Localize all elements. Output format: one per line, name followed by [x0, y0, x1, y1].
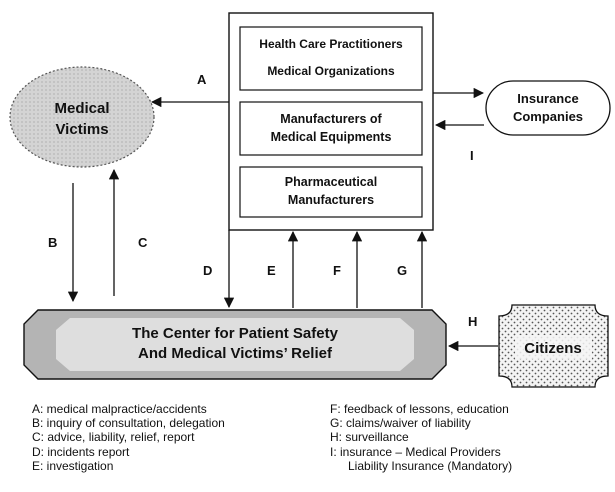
- medical-victims-label-line2: Victims: [55, 121, 108, 138]
- legend-item-a: A: medical malpractice/accidents: [32, 402, 207, 416]
- medical-victims-node: [9, 66, 155, 168]
- legend-item-d: D: incidents report: [32, 444, 130, 459]
- legend-item-c: C: advice, liability, relief, report: [32, 430, 195, 445]
- equipment-manufacturers-box: [239, 101, 423, 156]
- arrow-label-c: C: [138, 235, 148, 250]
- legend-item-b: B: inquiry of consultation, delegation: [32, 416, 225, 431]
- insurance-label-line2: Companies: [513, 109, 583, 124]
- equipment-label-line1: Manufacturers of: [280, 112, 382, 126]
- organizations-label: Medical Organizations: [267, 64, 395, 78]
- legend-item-h: H: surveillance: [330, 430, 409, 445]
- legend-left: A: medical malpractice/accidents B: inqu…: [32, 402, 225, 473]
- arrow-label-d: D: [203, 263, 212, 278]
- practitioners-label: Health Care Practitioners: [259, 37, 403, 51]
- pharma-manufacturers-box: [239, 166, 423, 218]
- arrow-label-e: E: [267, 263, 276, 278]
- equipment-label-line2: Medical Equipments: [271, 130, 392, 144]
- legend-item-f: F: feedback of lessons, education: [330, 402, 509, 416]
- arrow-label-a: A: [197, 72, 207, 87]
- arrow-label-h: H: [468, 314, 477, 329]
- arrow-label-g: G: [397, 263, 407, 278]
- legend-item-g: G: claims/waiver of liability: [330, 416, 471, 431]
- medical-victims-label-line1: Medical: [54, 100, 109, 117]
- center-label-line2: And Medical Victims’ Relief: [138, 345, 333, 362]
- center-label-line1: The Center for Patient Safety: [132, 325, 339, 342]
- practitioners-box: [239, 26, 423, 91]
- pharma-label-line1: Pharmaceutical: [285, 175, 377, 189]
- insurance-label-line1: Insurance: [517, 91, 578, 106]
- pharma-label-line2: Manufacturers: [288, 193, 374, 207]
- insurance-companies-node: [485, 80, 611, 136]
- legend-item-e: E: investigation: [32, 458, 114, 473]
- center-node-inner: [56, 318, 414, 371]
- arrow-label-i: I: [470, 148, 474, 163]
- legend-right: F: feedback of lessons, education G: cla…: [330, 402, 512, 473]
- legend-item-i-continuation: Liability Insurance (Mandatory): [348, 458, 513, 473]
- citizens-label-bg: [515, 335, 592, 359]
- legend-item-i: I: insurance – Medical Providers: [330, 444, 501, 459]
- arrow-label-b: B: [48, 235, 57, 250]
- citizens-label: Citizens: [524, 340, 582, 357]
- arrow-label-f: F: [333, 263, 341, 278]
